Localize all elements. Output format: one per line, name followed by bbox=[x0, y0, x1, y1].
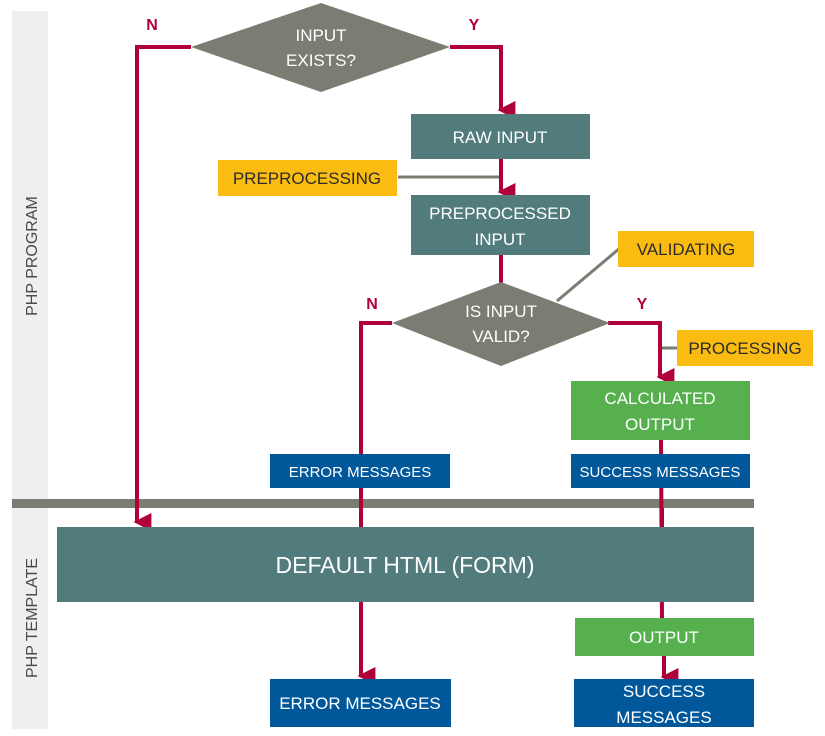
svg-text:RAW INPUT: RAW INPUT bbox=[453, 128, 548, 147]
branch-label-yes-1: Y bbox=[469, 17, 480, 34]
svg-text:VALIDATING: VALIDATING bbox=[637, 240, 736, 259]
lane-program bbox=[12, 11, 48, 501]
svg-text:OUTPUT: OUTPUT bbox=[625, 415, 695, 434]
flow-valid-yes bbox=[608, 321, 675, 386]
lane-divider bbox=[12, 499, 754, 508]
connector-validating bbox=[556, 246, 621, 303]
svg-text:ERROR MESSAGES: ERROR MESSAGES bbox=[279, 694, 441, 713]
svg-text:ERROR MESSAGES: ERROR MESSAGES bbox=[289, 464, 432, 481]
message-success-program: SUCCESS MESSAGES bbox=[571, 454, 750, 488]
svg-text:MESSAGES: MESSAGES bbox=[616, 708, 711, 727]
process-default-html: DEFAULT HTML (FORM) bbox=[57, 527, 754, 602]
message-error-template: ERROR MESSAGES bbox=[270, 679, 451, 727]
svg-text:IS INPUT: IS INPUT bbox=[465, 302, 537, 321]
svg-text:SUCCESS: SUCCESS bbox=[623, 682, 705, 701]
output-template: OUTPUT bbox=[575, 618, 754, 656]
lane-template bbox=[12, 507, 48, 729]
output-calculated: CALCULATED OUTPUT bbox=[571, 381, 750, 440]
lane-label-template: PHP TEMPLATE bbox=[24, 558, 41, 678]
svg-text:CALCULATED: CALCULATED bbox=[604, 389, 715, 408]
flow-input-exists-yes bbox=[450, 45, 516, 119]
svg-text:PREPROCESSED: PREPROCESSED bbox=[429, 204, 571, 223]
svg-text:PREPROCESSING: PREPROCESSING bbox=[233, 169, 381, 188]
message-error-program: ERROR MESSAGES bbox=[270, 454, 450, 488]
svg-text:EXISTS?: EXISTS? bbox=[286, 51, 356, 70]
message-success-template: SUCCESS MESSAGES bbox=[574, 679, 754, 727]
lane-label-program: PHP PROGRAM bbox=[24, 196, 41, 316]
process-preprocessed-input: PREPROCESSED INPUT bbox=[411, 195, 590, 255]
annotation-preprocessing: PREPROCESSING bbox=[218, 160, 397, 196]
branch-label-no-1: N bbox=[146, 17, 158, 34]
svg-text:VALID?: VALID? bbox=[472, 327, 529, 346]
branch-label-yes-2: Y bbox=[637, 296, 648, 313]
svg-text:PROCESSING: PROCESSING bbox=[688, 339, 801, 358]
svg-text:INPUT: INPUT bbox=[475, 230, 526, 249]
flow-input-exists-no bbox=[133, 45, 191, 531]
annotation-validating: VALIDATING bbox=[618, 231, 754, 267]
svg-text:INPUT: INPUT bbox=[296, 26, 347, 45]
decision-input-exists: INPUT EXISTS? bbox=[191, 3, 450, 92]
process-raw-input: RAW INPUT bbox=[411, 114, 590, 159]
svg-text:SUCCESS MESSAGES: SUCCESS MESSAGES bbox=[580, 464, 741, 481]
svg-text:DEFAULT HTML (FORM): DEFAULT HTML (FORM) bbox=[276, 552, 535, 578]
annotation-processing: PROCESSING bbox=[677, 330, 813, 366]
decision-input-valid: IS INPUT VALID? bbox=[392, 282, 610, 366]
svg-text:OUTPUT: OUTPUT bbox=[629, 628, 699, 647]
branch-label-no-2: N bbox=[366, 296, 378, 313]
